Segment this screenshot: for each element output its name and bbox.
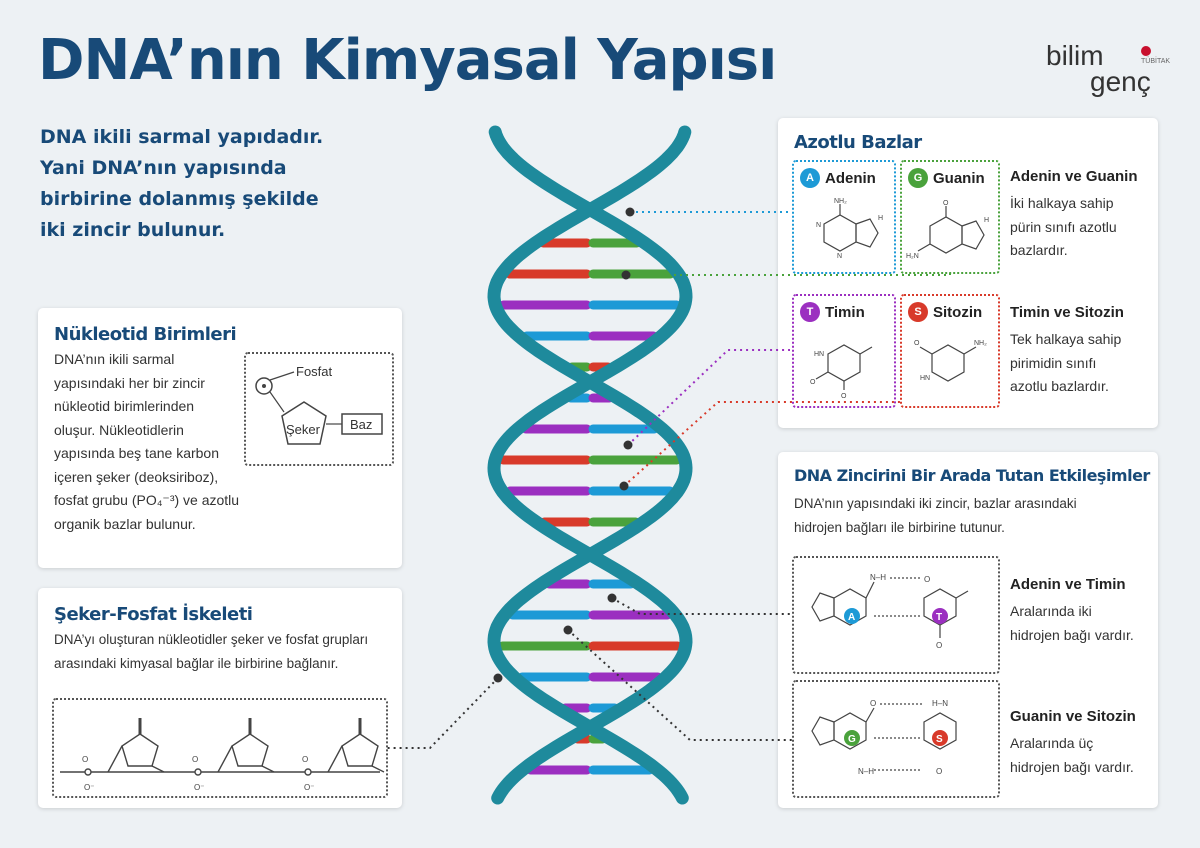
nucleotide-panel: Nükleotid Birimleri DNA’nın ikili sarmal… <box>38 308 402 568</box>
bilimgenc-logo: bilim genç TÜBİTAK <box>1046 40 1171 97</box>
svg-text:O: O <box>302 755 308 764</box>
svg-text:O: O <box>936 767 942 776</box>
backbone-diagram-box: O O⁻ O O⁻ O O⁻ <box>52 698 388 798</box>
gc-pair-title: Guanin ve Sitozin <box>1010 708 1136 725</box>
svg-text:O: O <box>841 393 847 400</box>
phosphate-dot-icon <box>262 384 266 388</box>
connector-anchor-dot <box>625 207 635 217</box>
bases-heading: Azotlu Bazlar <box>794 132 922 153</box>
adenine-thymine-pair: A N–H T O O <box>811 573 969 650</box>
svg-text:O: O <box>192 755 198 764</box>
svg-text:H–N: H–N <box>932 699 948 708</box>
svg-text:N–H: N–H <box>870 573 886 582</box>
thymine-structure: O O HN <box>810 344 873 400</box>
gc-pair-g-badge: G <box>848 734 856 745</box>
fosfat-label: Fosfat <box>296 364 333 379</box>
adenine-badge: A <box>800 168 820 188</box>
thymine-label: Timin <box>825 303 865 321</box>
at-pair-a-badge: A <box>848 612 855 623</box>
guanine-cytosine-pair: G O N–H S H–N O <box>811 699 957 776</box>
svg-text:O⁻: O⁻ <box>84 783 94 792</box>
backbone-panel: Şeker-Fosfat İskeleti DNA’yı oluşturan n… <box>38 588 402 808</box>
guanine-structure: O H₂N H <box>906 200 989 260</box>
at-pair-box: A N–H T O O <box>792 556 1000 674</box>
connector-anchor-dot <box>621 270 631 280</box>
gc-pair-box: G O N–H S H–N O <box>792 680 1000 798</box>
helix-strands <box>487 125 693 805</box>
logo-dot-icon <box>1141 46 1151 56</box>
connector-line-6 <box>567 629 792 741</box>
svg-text:H: H <box>878 215 883 222</box>
svg-text:NH₂: NH₂ <box>974 340 987 347</box>
nucleotide-diagram-box: Fosfat Şeker Baz <box>244 352 394 466</box>
at-pair-title: Adenin ve Timin <box>1010 576 1126 593</box>
gc-pair-s-badge: S <box>936 734 943 745</box>
svg-text:O: O <box>943 200 949 207</box>
base-box <box>341 413 383 435</box>
cytosine-structure: NH₂ O HN <box>914 340 987 382</box>
svg-text:HN: HN <box>814 351 824 358</box>
connector-anchor-dot <box>623 440 633 450</box>
svg-text:HN: HN <box>920 375 930 382</box>
svg-text:O: O <box>82 755 88 764</box>
svg-text:O⁻: O⁻ <box>304 783 314 792</box>
svg-text:H₂N: H₂N <box>906 253 919 260</box>
svg-text:O: O <box>810 379 816 386</box>
connector-anchor-dot <box>619 481 629 491</box>
base-pair-rungs <box>497 238 683 775</box>
adenine-structure: NH₂ N N H <box>816 198 883 260</box>
svg-text:NH₂: NH₂ <box>834 198 847 205</box>
connector-anchor-dot <box>493 673 503 683</box>
gc-pair-text: Aralarında üç hidrojen bağı vardır. <box>1010 735 1134 775</box>
intro-text: DNA ikili sarmal yapıdadır. Yani DNA’nın… <box>40 126 324 241</box>
svg-text:O: O <box>936 641 942 650</box>
connector-line-3 <box>627 349 790 446</box>
guanine-box: G Guanin O H₂N H <box>900 160 1000 274</box>
backbone-structure-diagram: O O⁻ O O⁻ O O⁻ <box>60 718 385 792</box>
purine-title: Adenin ve Guanin <box>1010 168 1138 185</box>
cytosine-label: Sitozin <box>933 303 983 321</box>
backbone-text: DNA’yı oluşturan nükleotidler şeker ve f… <box>54 632 369 671</box>
connector-line-7 <box>386 677 499 749</box>
svg-text:O: O <box>870 699 876 708</box>
adenine-label: Adenin <box>825 169 876 187</box>
thymine-badge: T <box>800 302 820 322</box>
svg-text:N–H: N–H <box>858 767 874 776</box>
helix-strand-1 <box>487 125 693 805</box>
connector-anchor-dot <box>563 625 573 635</box>
pyrimidine-title: Timin ve Sitozin <box>1010 304 1124 321</box>
interactions-heading: DNA Zincirini Bir Arada Tutan Etkileşiml… <box>794 466 1150 485</box>
svg-text:O: O <box>914 340 920 347</box>
at-pair-t-badge: T <box>936 612 942 623</box>
helix-strand-2 <box>487 125 693 805</box>
svg-text:O: O <box>924 575 930 584</box>
guanine-label: Guanin <box>933 169 985 187</box>
svg-text:O⁻: O⁻ <box>194 783 204 792</box>
page-title: DNA’nın Kimyasal Yapısı <box>38 28 777 93</box>
bases-panel: Azotlu Bazlar A Adenin NH₂ N N H G Guani… <box>778 118 1158 428</box>
cytosine-badge: S <box>908 302 928 322</box>
seker-label: Şeker <box>286 422 321 437</box>
adenine-box: A Adenin NH₂ N N H <box>792 160 896 274</box>
interactions-text: DNA’nın yapısındaki iki zincir, bazlar a… <box>794 496 1077 535</box>
connector-anchor-dot <box>607 593 617 603</box>
backbone-heading: Şeker-Fosfat İskeleti <box>54 604 253 625</box>
sugar-pentagon <box>281 401 327 445</box>
at-pair-text: Aralarında iki hidrojen bağı vardır. <box>1010 603 1134 643</box>
purine-text: İki halkaya sahip pürin sınıfı azotlu ba… <box>1010 195 1117 258</box>
connector-line-5 <box>611 597 792 615</box>
thymine-box: T Timin O O HN <box>792 294 896 408</box>
pyrimidine-text: Tek halkaya sahip pirimidin sınıfı azotl… <box>1010 331 1122 394</box>
svg-text:N: N <box>837 253 842 260</box>
nucleotide-text: DNA’nın ikili sarmal yapısındaki her bir… <box>54 351 240 532</box>
baz-label: Baz <box>350 417 372 432</box>
nucleotide-heading: Nükleotid Birimleri <box>54 324 237 345</box>
svg-text:H: H <box>984 217 989 224</box>
nucleotide-diagram: Fosfat Şeker Baz <box>255 364 383 445</box>
svg-text:N: N <box>816 222 821 229</box>
cytosine-box: S Sitozin NH₂ O HN <box>900 294 1000 408</box>
interactions-panel: DNA Zincirini Bir Arada Tutan Etkileşiml… <box>778 452 1158 808</box>
guanine-badge: G <box>908 168 928 188</box>
